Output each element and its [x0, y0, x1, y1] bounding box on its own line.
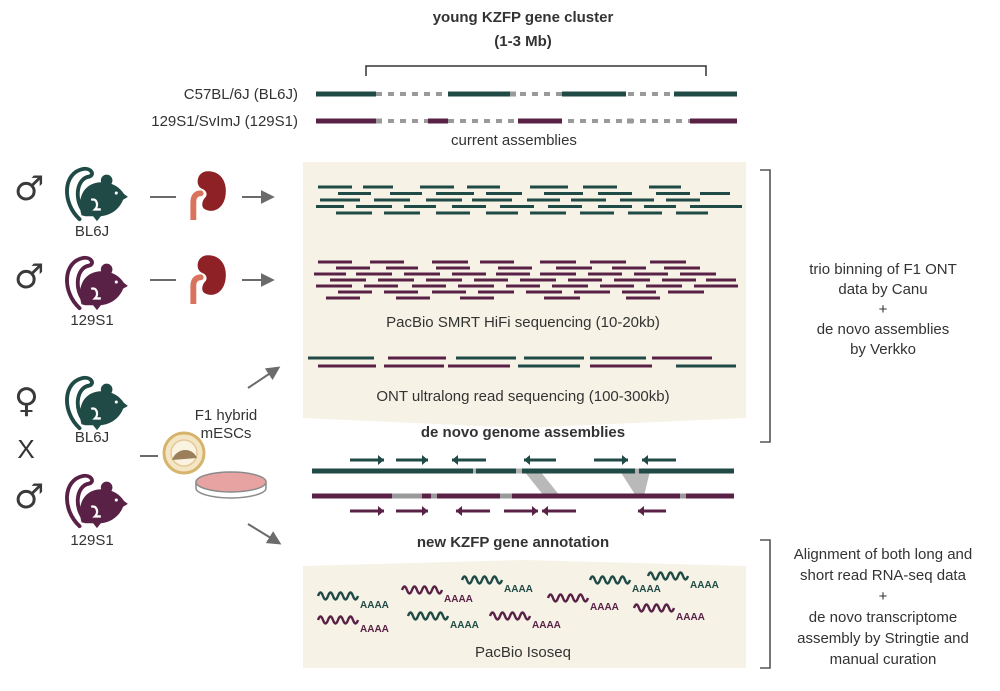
- ont-label: ONT ultralong read sequencing (100-300kb…: [376, 388, 669, 405]
- s129-gene-arrows: [350, 506, 666, 516]
- transcript-wave: [588, 575, 632, 585]
- annotation-method-note: Alignment of both long and short read RNA…: [794, 546, 972, 668]
- transcript-wave: [406, 611, 450, 621]
- note-line: trio binning of F1 ONT: [809, 261, 957, 278]
- note-line: short read RNA-seq data: [800, 567, 967, 584]
- male-symbol: ♂: [14, 257, 44, 297]
- note-line: de novo assemblies: [817, 321, 950, 338]
- note-line: Alignment of both long and: [794, 546, 972, 563]
- transcript-wave: [646, 571, 690, 581]
- kidney-icon: [193, 255, 226, 303]
- bl6-gene-arrows: [350, 455, 676, 465]
- synteny-link: [620, 471, 650, 496]
- s129-label: 129S1: [70, 532, 113, 549]
- male-symbol: ♂: [14, 169, 44, 209]
- polya-tail: AAAA: [532, 620, 561, 631]
- gene-arrow-head: [532, 506, 538, 516]
- pacbio-hifi-label: PacBio SMRT HiFi sequencing (10-20kb): [386, 314, 660, 331]
- cluster-size: (1-3 Mb): [494, 33, 552, 50]
- female-symbol: ♀: [14, 381, 39, 421]
- gene-arrow-head: [452, 455, 458, 465]
- note-line: +: [879, 588, 888, 605]
- polya-tail: AAAA: [360, 600, 389, 611]
- transcript-wave: [400, 585, 444, 595]
- synteny-link: [524, 471, 560, 496]
- ont-reads: [308, 356, 736, 368]
- male-symbol: ♂: [14, 477, 44, 517]
- gene-arrow-head: [422, 506, 428, 516]
- polya-tail: AAAA: [632, 584, 661, 595]
- bl6-hifi-reads: [316, 185, 742, 215]
- de-novo-label: de novo genome assemblies: [421, 424, 625, 441]
- bl6-label: BL6J: [75, 429, 109, 446]
- polya-tail: AAAA: [360, 624, 389, 635]
- sequencing-panel: [303, 162, 746, 428]
- isoseq-transcripts: AAAA AAAA AAAA AAAA AAAA AAAA AAAA AAAA AAAA AAAA: [316, 571, 719, 635]
- cluster-title: young KZFP gene cluster: [433, 9, 614, 26]
- current-assemblies-label: current assemblies: [451, 132, 577, 149]
- transcript-wave: [460, 575, 504, 585]
- transcript-wave: [488, 611, 532, 621]
- arrow: [247, 366, 281, 389]
- culture-dish-icon: [195, 471, 267, 499]
- polya-tail: AAAA: [676, 612, 705, 623]
- polya-tail: AAAA: [504, 584, 533, 595]
- note-line: +: [879, 301, 888, 318]
- f1-label-line1: F1 hybrid: [195, 407, 258, 424]
- gene-arrow-head: [378, 506, 384, 516]
- gene-arrow-head: [622, 455, 628, 465]
- transcript-wave: [316, 591, 360, 601]
- gene-arrow-head: [456, 506, 462, 516]
- transcript-wave: [632, 603, 676, 613]
- polya-tail: AAAA: [590, 602, 619, 613]
- note-line: assembly by Stringtie and: [797, 630, 969, 647]
- assembly-bracket: [760, 169, 771, 443]
- polya-tail: AAAA: [450, 620, 479, 631]
- bl6-strain-label: C57BL/6J (BL6J): [184, 86, 298, 103]
- transcript-wave: [316, 615, 360, 625]
- gene-arrow-head: [422, 455, 428, 465]
- gene-arrow-head: [638, 506, 644, 516]
- note-line: by Verkko: [850, 341, 916, 358]
- arrow: [247, 523, 282, 545]
- polya-tail: AAAA: [444, 594, 473, 605]
- polya-tail: AAAA: [690, 580, 719, 591]
- gene-arrow-head: [378, 455, 384, 465]
- f1-label-line2: mESCs: [201, 425, 252, 442]
- cluster-bracket: [365, 65, 707, 76]
- bl6-mouse-icon: [65, 375, 130, 432]
- gene-arrow-head: [642, 455, 648, 465]
- s129-mouse-icon: [65, 255, 130, 312]
- annotation-label: new KZFP gene annotation: [417, 534, 609, 551]
- bl6-label: BL6J: [75, 223, 109, 240]
- mesc-colony-icon: [162, 431, 206, 475]
- annotation-bracket: [760, 539, 771, 669]
- gene-arrow-head: [524, 455, 530, 465]
- kidney-icon: [193, 171, 226, 219]
- transcript-wave: [546, 593, 590, 603]
- cross-symbol: X: [17, 434, 34, 464]
- bl6-mouse-icon: [65, 166, 130, 223]
- s129-label: 129S1: [70, 312, 113, 329]
- gene-arrow-head: [542, 506, 548, 516]
- s129-hifi-reads: [314, 260, 738, 300]
- s129-strain-label: 129S1/SvImJ (129S1): [151, 113, 298, 130]
- note-line: de novo transcriptome: [809, 609, 957, 626]
- assembly-method-note: trio binning of F1 ONT data by Canu + de no…: [809, 261, 957, 358]
- note-line: manual curation: [830, 651, 937, 668]
- s129-mouse-icon: [65, 473, 130, 530]
- isoseq-label: PacBio Isoseq: [475, 644, 571, 661]
- note-line: data by Canu: [838, 281, 927, 298]
